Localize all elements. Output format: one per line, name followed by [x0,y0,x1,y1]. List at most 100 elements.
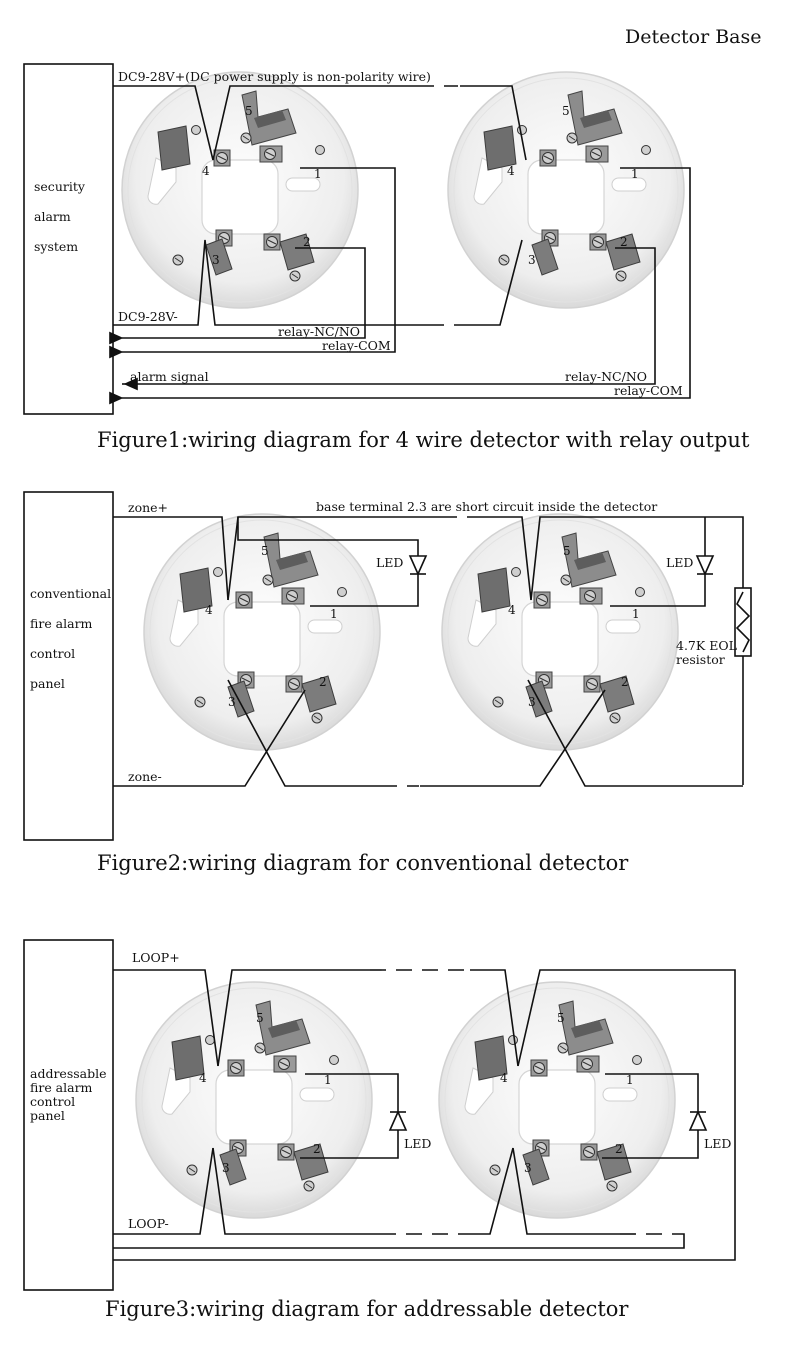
panel-label-line-4: panel [30,1108,65,1123]
relay-com-label: relay-COM [322,338,391,353]
wire-relay-com-2 [109,167,691,405]
wire-power-plus [113,85,214,161]
page-title: Detector Base [625,26,761,48]
terminal-number: 4 [500,1071,508,1085]
wire [113,969,736,1261]
figure-3-caption: Figure3:wiring diagram for addressable d… [105,1297,629,1321]
terminal-number: 2 [621,675,629,689]
terminal-number: 5 [562,104,570,118]
alarm-signal-label: alarm signal [130,369,209,384]
terminal-number: 5 [557,1011,565,1025]
conventional-panel [23,491,114,841]
detector-base-graphic [135,981,373,1219]
wire-relay-com [109,167,396,359]
relay-com-label-2: relay-COM [614,383,683,398]
led-label: LED [376,555,403,570]
wire-relay-nc-no [109,247,366,345]
terminal-number: 5 [245,104,253,118]
wire-loop-minus [113,1147,214,1235]
panel-label-line-2: fire alarm [30,616,93,631]
terminal-number: 1 [631,167,639,181]
terminal-number: 4 [205,603,213,617]
security-alarm-panel [23,63,114,415]
terminal-number: 2 [620,235,628,249]
panel-label-line-3: system [34,239,78,254]
wire [460,1147,514,1235]
terminal-number: 3 [222,1161,230,1175]
wire-led [237,517,419,607]
short-circuit-note: base terminal 2.3 are short circuit insi… [316,499,657,514]
terminal-number: 5 [563,544,571,558]
wire [530,516,744,601]
panel-label-line-1: addressable [30,1066,107,1081]
terminal-number: 5 [261,544,269,558]
wire [460,239,523,326]
zone-plus-label: zone+ [128,500,168,515]
led-label: LED [704,1136,731,1151]
wire [512,1147,620,1235]
led-diode-icon [696,555,714,575]
led-diode-icon [409,555,427,575]
terminal-number: 2 [303,235,311,249]
resistor-label-line-2: resistor [676,652,725,667]
led-label: LED [666,555,693,570]
led-diode-icon [389,1111,407,1131]
addressable-panel [23,939,114,1291]
wire-power-minus [113,239,430,326]
panel-label-line-2: alarm [34,209,71,224]
figure-1: security alarm system 5 1 2 3 4 5 1 2 3 … [23,63,750,452]
terminal-number: 2 [615,1142,623,1156]
figure-2: conventional fire alarm control panel 5 … [23,491,752,875]
terminal-number: 1 [314,167,322,181]
terminal-number: 1 [632,607,640,621]
terminal-number: 3 [228,695,236,709]
figure-2-caption: Figure2:wiring diagram for conventional … [97,851,629,875]
figure-1-caption: Figure1:wiring diagram for 4 wire detect… [97,428,750,452]
power-minus-label: DC9-28V- [118,309,178,324]
panel-label-line-1: security [34,179,86,194]
wire [125,247,656,385]
terminal-number: 5 [256,1011,264,1025]
power-plus-label: DC9-28V+(DC power supply is non-polarity… [118,69,431,84]
resistor-zigzag [735,591,751,653]
terminal-number: 4 [507,164,515,178]
terminal-number: 1 [626,1073,634,1087]
wire [212,85,420,161]
wire [227,679,385,787]
wire-zone-plus [113,516,229,601]
wire [460,85,527,161]
terminal-number: 3 [524,1161,532,1175]
wire-loop-plus [113,969,219,1067]
relay-nc-no-label-2: relay-NC/NO [565,369,647,384]
terminal-number: 3 [528,253,536,267]
wire [113,1233,685,1249]
terminal-number: 3 [528,695,536,709]
terminal-number: 4 [508,603,516,617]
wire [470,969,519,1067]
detector-base-graphic [441,513,679,751]
wire [212,1147,380,1235]
terminal-number: 1 [324,1073,332,1087]
terminal-number: 4 [202,164,210,178]
panel-label-line-2: fire alarm [30,1080,93,1095]
panel-label-line-4: panel [30,676,65,691]
resistor-label-line-1: 4.7K EOL [676,638,737,653]
relay-nc-no-label: relay-NC/NO [278,324,360,339]
terminal-number: 2 [319,675,327,689]
wire-zone-minus [113,689,306,787]
panel-label-line-3: control [30,1094,75,1109]
led-diode-icon [689,1111,707,1131]
terminal-number: 4 [199,1071,207,1085]
terminal-number: 1 [330,607,338,621]
panel-label-line-3: control [30,646,75,661]
wire [478,516,532,601]
led-label: LED [404,1136,431,1151]
wire-led [610,517,706,607]
wire [217,969,370,1067]
terminal-number: 3 [212,253,220,267]
figure-3: addressable fire alarm control panel 5 1… [23,939,736,1321]
terminal-number: 2 [313,1142,321,1156]
zone-minus-label: zone- [128,769,162,784]
loop-plus-label: LOOP+ [132,950,180,965]
